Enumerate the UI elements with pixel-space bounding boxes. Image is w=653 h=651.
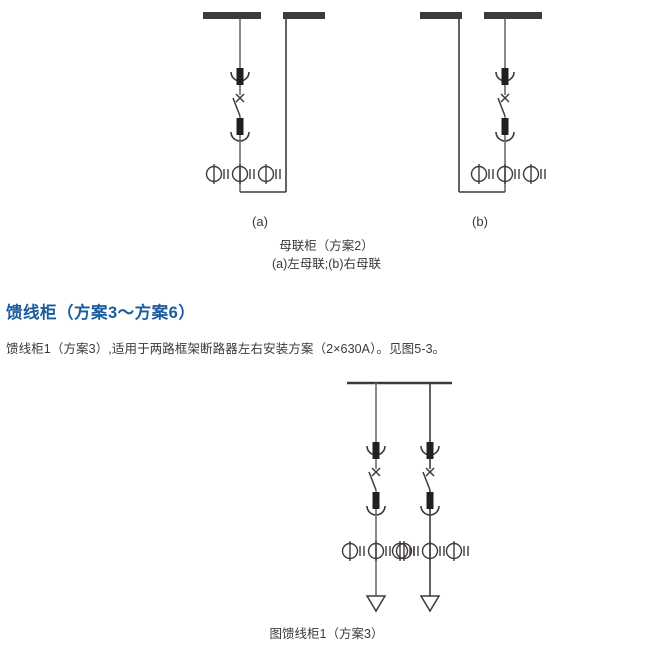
feeder-arrow-icon — [419, 595, 441, 613]
current-transformer-icon — [522, 164, 546, 184]
busbar-icon — [484, 12, 542, 19]
feeder-cabinet-caption: 图馈线柜1（方案3） — [269, 627, 384, 641]
panel-label-a: (a) — [252, 214, 268, 229]
circuit-breaker-icon — [230, 68, 250, 85]
current-transformer-icon — [205, 164, 229, 184]
section-heading: 馈线柜（方案3～方案6） — [6, 304, 196, 322]
feeder-cabinet-diagram — [330, 378, 469, 618]
current-transformer-icon — [257, 164, 281, 184]
busbar-icon — [203, 12, 261, 19]
current-transformer-icon — [395, 541, 419, 561]
disconnector-switch-icon — [368, 467, 381, 491]
current-transformer-icon — [470, 164, 494, 184]
bus-coupler-caption-title: 母联柜（方案2） — [279, 239, 374, 253]
circuit-breaker-icon — [495, 68, 515, 85]
current-transformer-icon — [496, 164, 520, 184]
busbar-icon — [283, 12, 325, 19]
bus-coupler-diagram-b — [420, 6, 550, 211]
current-transformer-icon — [421, 541, 445, 561]
disconnector-switch-icon — [232, 93, 245, 117]
current-transformer-icon — [341, 541, 365, 561]
current-transformer-icon — [367, 541, 391, 561]
current-transformer-icon — [445, 541, 469, 561]
bus-coupler-diagram-a — [195, 6, 325, 211]
section-paragraph: 馈线柜1（方案3）,适用于两路框架断路器左右安装方案（2×630A）。见图5-3… — [6, 342, 446, 356]
circuit-breaker-icon — [420, 442, 440, 459]
disconnector-switch-icon — [422, 467, 435, 491]
disconnector-switch-icon — [497, 93, 510, 117]
bus-coupler-caption-sub: (a)左母联;(b)右母联 — [271, 257, 382, 271]
circuit-breaker-icon — [366, 442, 386, 459]
busbar-icon — [420, 12, 462, 19]
panel-label-b: (b) — [472, 214, 488, 229]
current-transformer-icon — [231, 164, 255, 184]
feeder-arrow-icon — [365, 595, 387, 613]
